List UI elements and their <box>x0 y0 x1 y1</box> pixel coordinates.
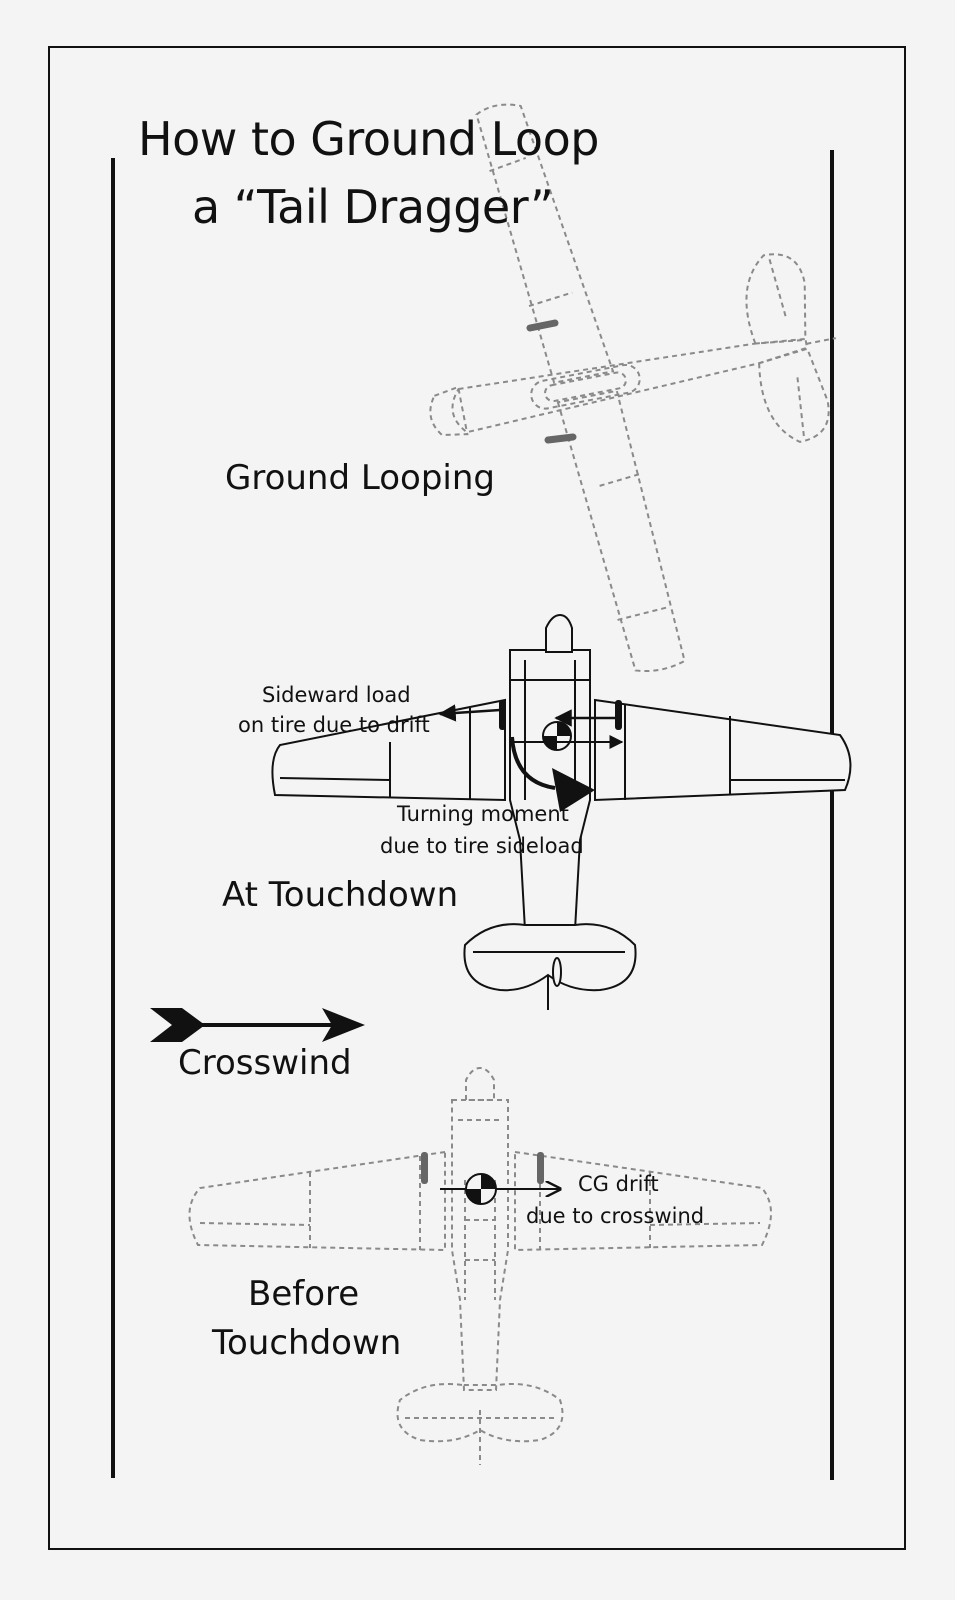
sideward-load-label-1: Sideward load <box>262 683 411 707</box>
ground-loop-right-tire <box>544 433 577 444</box>
stage-before-touchdown-1: Before <box>248 1274 360 1314</box>
title-line-1: How to Ground Loop <box>138 112 599 166</box>
turning-moment-arrowhead <box>552 768 595 812</box>
crosswind-label: Crosswind <box>178 1043 352 1083</box>
turning-moment-label-1: Turning moment <box>397 802 569 826</box>
stage-before-touchdown-2: Touchdown <box>212 1323 402 1363</box>
before-touchdown-airplane <box>188 1066 772 1465</box>
before-cg-symbol <box>465 1173 497 1205</box>
before-right-tire <box>537 1152 544 1184</box>
cg-drift-label-2: due to crosswind <box>526 1204 705 1228</box>
sideward-load-label-2: on tire due to drift <box>238 713 430 737</box>
title-line-2: a “Tail Dragger” <box>192 180 554 234</box>
touchdown-left-tire <box>499 700 506 730</box>
cg-drift-label-1: CG drift <box>578 1172 659 1196</box>
turning-moment-arrow <box>510 736 556 790</box>
before-left-tire <box>421 1152 428 1184</box>
touchdown-cg-symbol <box>542 721 572 751</box>
sideward-load-arrow <box>438 704 501 722</box>
stage-at-touchdown: At Touchdown <box>222 875 459 915</box>
ground-looping-airplane <box>429 103 836 672</box>
touchdown-right-tire <box>615 700 622 730</box>
crosswind-arrow <box>150 1008 365 1042</box>
stage-ground-looping: Ground Looping <box>225 458 495 498</box>
turning-moment-label-2: due to tire sideload <box>380 834 584 858</box>
ground-loop-left-tire <box>526 319 559 332</box>
